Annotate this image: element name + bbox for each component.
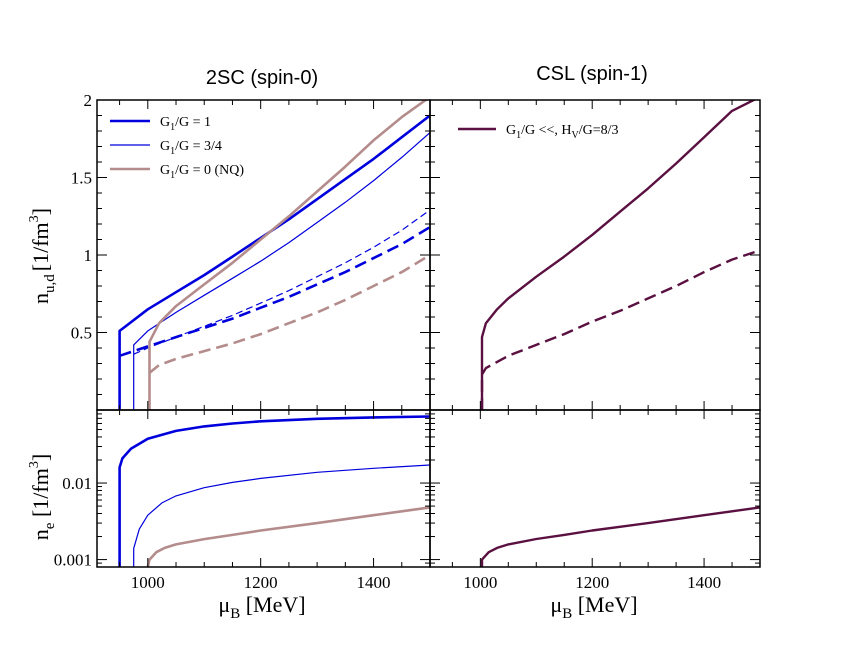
- y-axis-label-close: ]: [28, 208, 53, 215]
- y-tick-label: 1.5: [71, 169, 92, 188]
- x-axis-label-unit: [MeV]: [240, 592, 305, 617]
- x-axis-label-sub: B: [230, 606, 240, 622]
- series-line-dashed: [133, 209, 430, 355]
- series-group: [480, 506, 760, 567]
- plot-frame: [429, 409, 761, 568]
- y-tick-label: 2: [84, 91, 93, 110]
- x-tick-label: 1000: [131, 573, 165, 592]
- legend-entry-label: G1/G <<, HV/G=8/3: [506, 123, 619, 141]
- plot-frame: [429, 99, 761, 411]
- legend-entry-label: G1/G = 1: [160, 115, 211, 133]
- panel-top-left: 0.5 1 1.5 2: [71, 91, 431, 411]
- x-tick-label: 1400: [687, 573, 721, 592]
- panel-bottom-right: 1000 1200 1400: [429, 409, 761, 592]
- series-line-dashed: [119, 225, 430, 358]
- legend-csl: G1/G <<, HV/G=8/3: [458, 123, 619, 141]
- x-tick-label: 1000: [463, 573, 497, 592]
- y-axis-label-sub: e: [42, 522, 58, 529]
- panel-top-right: [429, 99, 761, 411]
- y-axis-label-sup: 3: [27, 215, 42, 222]
- y-tick-label: 0.01: [62, 474, 92, 493]
- chart-panels: 0.5 1 1.5 2 1000 1200 1400 0.001 0.01 1000 1200 140…: [54, 91, 761, 592]
- series-line: [146, 506, 430, 567]
- series-line: [118, 415, 430, 567]
- legend-entry-label: G1/G = 3/4: [160, 139, 222, 157]
- x-axis-label-main: μ: [550, 592, 562, 617]
- series-line: [118, 114, 430, 410]
- x-tick-label: 1400: [357, 573, 391, 592]
- y-tick-label: 0.5: [71, 324, 92, 343]
- series-line: [148, 100, 428, 410]
- y-axis-label-close: ]: [28, 454, 53, 461]
- y-tick-label: 0.001: [54, 551, 92, 570]
- series-group: [118, 100, 430, 410]
- series-line: [480, 100, 757, 410]
- x-tick-label: 1200: [244, 573, 278, 592]
- legend-entry-label: G1/G = 0 (NQ): [160, 163, 244, 181]
- x-axis-label-sub: B: [562, 606, 572, 622]
- y-axis-label-unit: [1/fm: [28, 222, 53, 271]
- series-group: [480, 100, 760, 410]
- series-line-dashed: [480, 249, 760, 410]
- y-tick-label: 1: [84, 246, 93, 265]
- series-line: [133, 132, 430, 410]
- x-tick-label: 1200: [575, 573, 609, 592]
- y-axis-label-main: n: [28, 529, 53, 540]
- x-axis-label-main: μ: [218, 592, 230, 617]
- plot-frame: [96, 409, 431, 568]
- panel-title-2sc: 2SC (spin-0): [206, 67, 318, 89]
- series-line: [480, 506, 760, 567]
- y-axis-label-electron-density: ne [1/fm3]: [27, 454, 58, 540]
- y-axis-label-sub: u,d: [42, 274, 58, 293]
- legend-2sc: G1/G = 1 G1/G = 3/4 G1/G = 0 (NQ): [110, 115, 244, 181]
- panel-bottom-left: 1000 1200 1400 0.001 0.01: [54, 409, 431, 592]
- panel-title-csl: CSL (spin-1): [536, 63, 648, 85]
- y-axis-label-sup: 3: [27, 461, 42, 468]
- series-group: [118, 415, 430, 567]
- y-axis-label-quark-density: nu,d [1/fm3]: [27, 208, 58, 304]
- x-axis-label-right: μB [MeV]: [550, 592, 637, 622]
- x-axis-label-left: μB [MeV]: [218, 592, 305, 622]
- series-line-dashed: [148, 253, 430, 374]
- x-axis-label-unit: [MeV]: [572, 592, 637, 617]
- series-line: [133, 464, 430, 567]
- y-axis-label-unit: [1/fm: [28, 468, 53, 522]
- y-axis-label-main: n: [28, 293, 53, 304]
